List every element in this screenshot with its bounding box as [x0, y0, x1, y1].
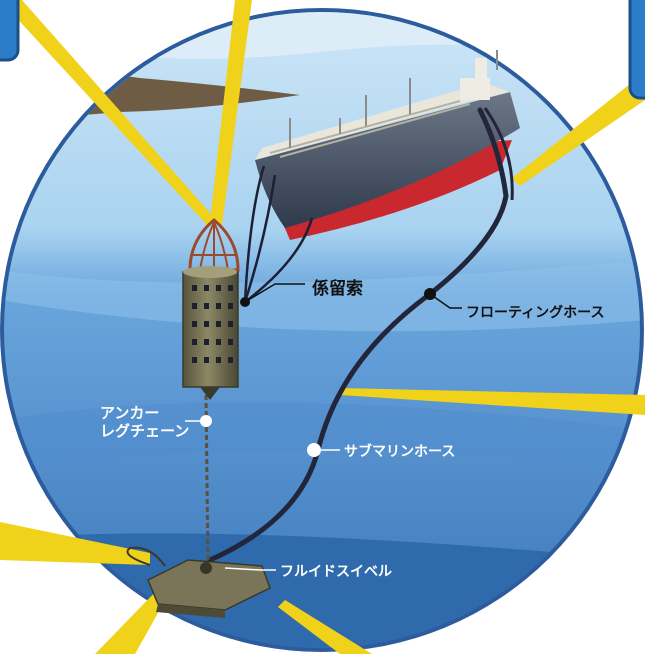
mooring-marker: [240, 297, 250, 307]
spm-buoy: [182, 218, 240, 400]
corner-sign-right: [628, 0, 645, 100]
submarine-hose-marker: [307, 443, 321, 457]
label-fluid-swivel: フルイドスイベル: [280, 564, 392, 580]
mooring-lines: [243, 165, 314, 303]
plem-base: [126, 546, 271, 618]
label-anchor-chain-2: レグチェーン: [100, 422, 190, 440]
corner-sign-left: [0, 0, 20, 62]
hose-line: [207, 107, 509, 563]
label-anchor-chain-1: アンカー: [100, 404, 160, 422]
label-mooring-line: 係留索: [312, 279, 363, 299]
tanker-ship: [255, 50, 520, 240]
label-submarine-hose: サブマリンホース: [344, 444, 456, 460]
floating-hose-marker: [424, 288, 436, 300]
anchor-chain-marker: [200, 415, 212, 427]
label-floating-hose: フローティングホース: [466, 305, 605, 321]
